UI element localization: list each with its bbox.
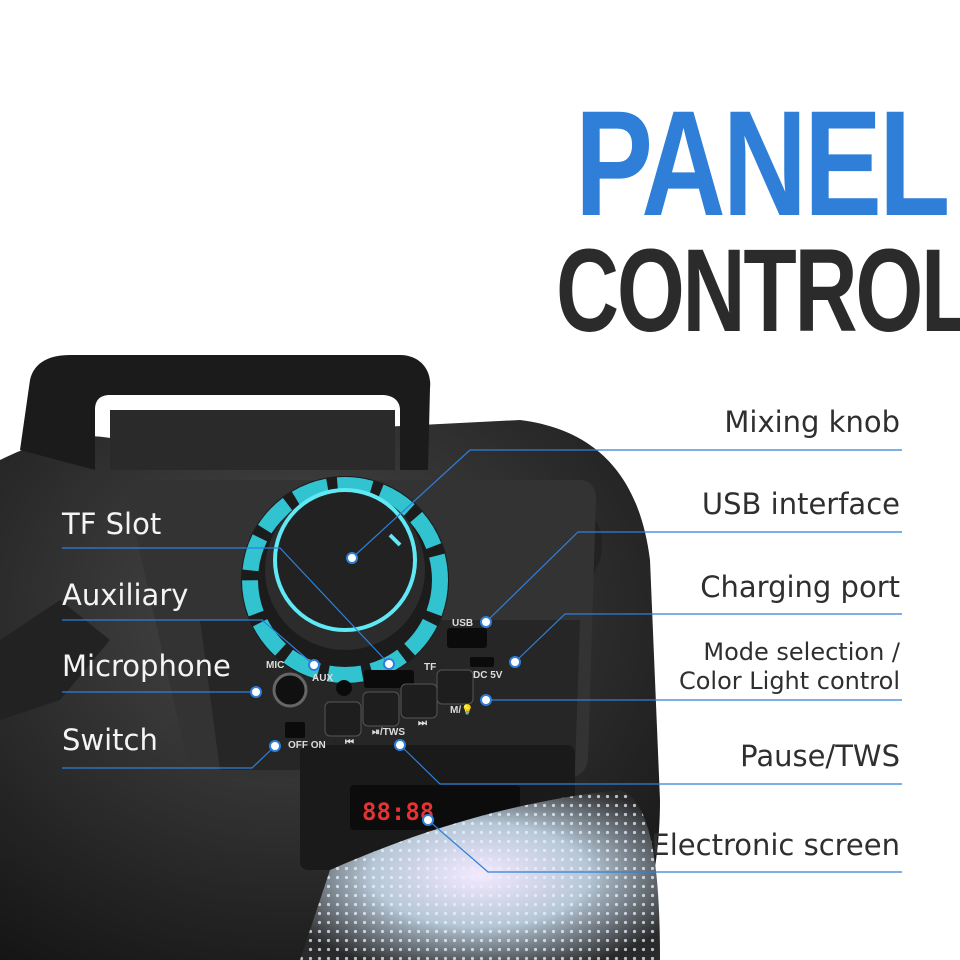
control-buttons bbox=[272, 628, 494, 738]
panel-off-on-text: OFF ON bbox=[288, 740, 326, 751]
panel-tf-text: TF bbox=[424, 662, 436, 673]
label-usb-interface: USB interface bbox=[701, 487, 900, 521]
dot-auxiliary bbox=[308, 659, 320, 671]
play-tws-button[interactable] bbox=[362, 691, 400, 727]
leader-auxiliary bbox=[62, 619, 315, 666]
label-mode-line1: Mode selection / bbox=[703, 638, 900, 666]
leader-pause-tws bbox=[399, 744, 902, 785]
label-auxiliary: Auxiliary bbox=[62, 578, 189, 612]
dot-pause-tws bbox=[394, 739, 406, 751]
tf-slot[interactable] bbox=[364, 670, 414, 688]
leader-charging bbox=[514, 613, 902, 663]
panel-dc-text: DC 5V bbox=[473, 670, 503, 681]
leader-mixing-knob bbox=[351, 449, 902, 559]
dot-tf-slot bbox=[383, 658, 395, 670]
label-charging-port: Charging port bbox=[700, 570, 900, 604]
title-control: CONTROL bbox=[556, 225, 960, 357]
leader-tf-slot bbox=[62, 547, 390, 665]
dot-mixing-knob bbox=[346, 552, 358, 564]
leader-screen bbox=[427, 819, 902, 873]
panel-mode-text: M/💡 bbox=[450, 703, 474, 716]
dot-usb bbox=[480, 616, 492, 628]
prev-button[interactable] bbox=[324, 701, 362, 737]
dot-switch bbox=[269, 740, 281, 752]
leader-usb bbox=[485, 531, 902, 623]
usb-port[interactable] bbox=[447, 628, 487, 648]
dc-port[interactable] bbox=[470, 657, 494, 667]
panel-play-tws-text: ⏯/TWS bbox=[372, 727, 405, 738]
title-panel: PANEL bbox=[575, 79, 950, 247]
panel-prev-text: ⏮ bbox=[345, 737, 354, 748]
label-microphone: Microphone bbox=[62, 649, 231, 683]
dot-microphone bbox=[250, 686, 262, 698]
panel-mic-text: MIC bbox=[266, 660, 284, 671]
dot-screen bbox=[422, 814, 434, 826]
leader-lines bbox=[62, 449, 902, 873]
leader-switch bbox=[62, 745, 276, 769]
panel-usb-text: USB bbox=[452, 618, 473, 629]
panel-aux-text: AUX bbox=[312, 673, 333, 684]
dot-charging bbox=[509, 656, 521, 668]
aux-port[interactable] bbox=[336, 680, 352, 696]
power-switch[interactable] bbox=[285, 722, 305, 738]
mode-button[interactable] bbox=[436, 669, 474, 705]
label-pause-tws: Pause/TWS bbox=[740, 739, 900, 773]
label-mixing-knob: Mixing knob bbox=[724, 405, 900, 439]
label-switch: Switch bbox=[62, 723, 158, 757]
label-tf-slot: TF Slot bbox=[62, 507, 162, 541]
panel-next-text: ⏭ bbox=[418, 718, 427, 729]
mixing-knob[interactable] bbox=[241, 476, 449, 684]
next-button[interactable] bbox=[400, 683, 438, 719]
mic-port[interactable] bbox=[272, 672, 308, 708]
label-electronic-screen: Electronic screen bbox=[651, 828, 900, 862]
dot-mode bbox=[480, 694, 492, 706]
label-mode-line2: Color Light control bbox=[678, 667, 900, 695]
